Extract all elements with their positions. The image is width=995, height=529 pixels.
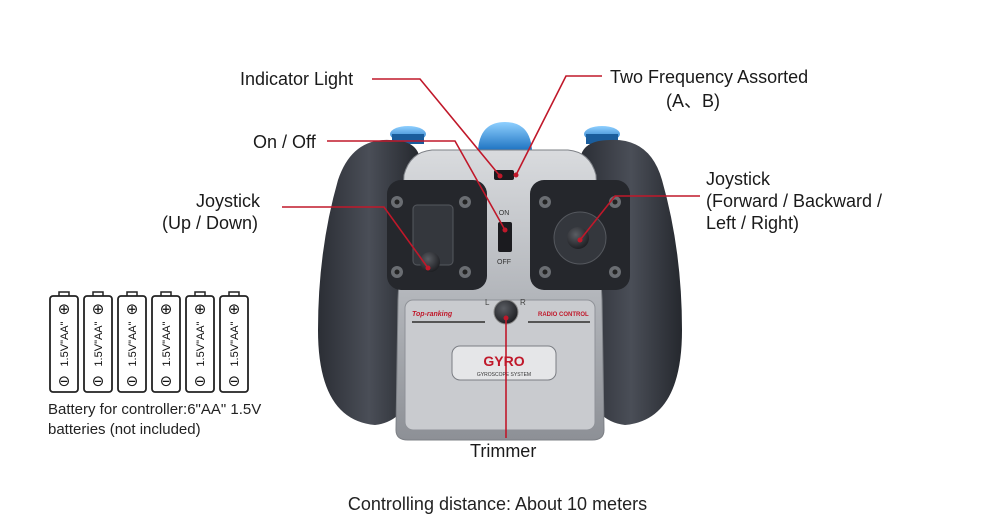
trim-left-text: L — [485, 298, 490, 307]
strip-right-text: RADIO CONTROL — [538, 312, 589, 318]
strip-left-text: Top-ranking — [412, 311, 453, 318]
battery-minus-icon: ⊖ — [58, 372, 71, 390]
switch-on-text: ON — [499, 210, 510, 217]
two-frequency-label: Two Frequency Assorted — [610, 67, 809, 87]
pointer-lines — [282, 75, 700, 438]
indicator-light-label: Indicator Light — [240, 69, 354, 89]
left-joystick — [420, 252, 440, 272]
battery-label: 1.5V"AA" — [229, 321, 241, 366]
left-joystick-label: Joystick — [196, 191, 261, 211]
battery-label: 1.5V"AA" — [195, 321, 207, 366]
battery-note-line-2: batteries (not included) — [48, 421, 201, 438]
battery-minus-icon: ⊖ — [92, 372, 105, 390]
battery-minus-icon: ⊖ — [228, 372, 241, 390]
battery-minus-icon: ⊖ — [126, 372, 139, 390]
battery-group: ⊕ ⊖ 1.5V"AA" ⊕ ⊖ 1.5V"AA" ⊕ ⊖ 1.5V"AA" ⊕ ⊖ 1.5V"AA"… — [49, 291, 249, 393]
battery-cell: ⊕ ⊖ 1.5V"AA" — [117, 291, 147, 393]
battery-cell: ⊕ ⊖ 1.5V"AA" — [49, 291, 79, 393]
trimmer-label: Trimmer — [470, 441, 537, 461]
two-frequency-sub-label: (A、B) — [666, 91, 720, 111]
battery-plus-icon: ⊕ — [228, 300, 241, 318]
power-switch — [498, 222, 512, 252]
battery-note-line-1: Battery for controller:6"AA" 1.5V — [48, 401, 262, 418]
battery-cell: ⊕ ⊖ 1.5V"AA" — [219, 291, 249, 393]
battery-plus-icon: ⊕ — [58, 300, 71, 318]
gyro-sub-text: GYROSCOPE SYSTEM — [477, 372, 531, 378]
battery-cell: ⊕ ⊖ 1.5V"AA" — [185, 291, 215, 393]
right-joystick-label: Joystick — [706, 169, 771, 189]
controlling-distance-text: Controlling distance: About 10 meters — [347, 494, 648, 514]
battery-plus-icon: ⊕ — [194, 300, 207, 318]
battery-label: 1.5V"AA" — [59, 321, 71, 366]
battery-plus-icon: ⊕ — [160, 300, 173, 318]
trim-right-text: R — [520, 298, 526, 307]
battery-cell: ⊕ ⊖ 1.5V"AA" — [83, 291, 113, 393]
battery-plus-icon: ⊕ — [126, 300, 139, 318]
battery-minus-icon: ⊖ — [160, 372, 173, 390]
battery-minus-icon: ⊖ — [194, 372, 207, 390]
battery-label: 1.5V"AA" — [161, 321, 173, 366]
on-off-label: On / Off — [253, 132, 316, 152]
battery-cell: ⊕ ⊖ 1.5V"AA" — [151, 291, 181, 393]
gyro-badge — [451, 345, 557, 381]
switch-off-text: OFF — [497, 259, 511, 266]
gyro-text: GYRO — [483, 353, 524, 369]
right-joystick-sub-label-1: (Forward / Backward / — [706, 191, 883, 211]
left-joystick-sub-label: (Up / Down) — [162, 213, 259, 233]
battery-label: 1.5V"AA" — [127, 321, 139, 366]
right-joystick-sub-label-2: Left / Right) — [706, 213, 800, 233]
battery-note: Battery for controller:6"AA" 1.5V batter… — [48, 400, 261, 440]
battery-plus-icon: ⊕ — [92, 300, 105, 318]
antenna-light — [478, 122, 532, 150]
battery-label: 1.5V"AA" — [93, 321, 105, 366]
right-joystick — [567, 227, 589, 249]
